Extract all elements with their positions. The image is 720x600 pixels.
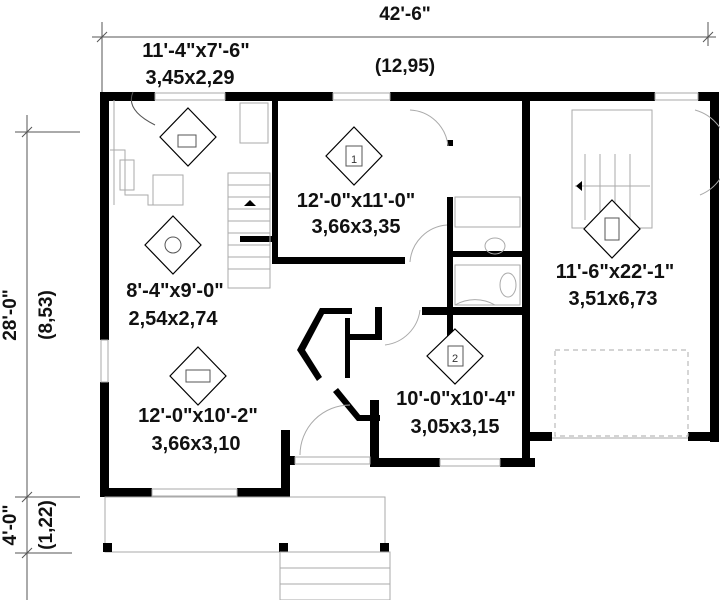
room-bedroom-2: 2 10'-0"x10'-4" 3,05x3,15 [396, 328, 516, 438]
room-kitchen: 11'-4"x7'-6" 3,45x2,29 [130, 40, 250, 167]
overall-width-imperial: 42'-6" [379, 4, 431, 25]
room-dimensions-metric: 3,66x3,10 [152, 433, 241, 455]
room-dimensions-imperial: 12'-0"x10'-2" [138, 405, 258, 427]
room-garage: 11'-6"x22'-1" 3,51x6,73 [556, 199, 675, 310]
room-dining: 8'-4"x9'-0" 2,54x2,74 [126, 215, 224, 330]
room-dimensions-imperial: 11'-4"x7'-6" [142, 40, 249, 62]
walls [100, 92, 719, 497]
fixtures [100, 92, 720, 600]
porch-depth-imperial: 4'-0" [0, 505, 21, 546]
room-dimensions-metric: 2,54x2,74 [129, 308, 219, 330]
porch-depth-metric: (1,22) [36, 500, 57, 550]
overall-width-metric: (12,95) [375, 56, 435, 77]
cooking-pot-icon [159, 107, 217, 167]
room-dimensions-metric: 3,45x2,29 [146, 67, 235, 89]
garage-stair-arrow-icon [576, 181, 582, 191]
room-bedroom-1: 1 12'-0"x11'-0" 3,66x3,35 [297, 126, 416, 238]
plate-icon [144, 215, 202, 275]
room-dimensions-metric: 3,66x3,35 [312, 216, 401, 238]
car-icon [583, 199, 641, 259]
room-dimensions-imperial: 8'-4"x9'-0" [126, 280, 223, 302]
room-dimensions-metric: 3,51x6,73 [569, 288, 658, 310]
stair-arrow-icon [244, 200, 256, 206]
dimension-lines [15, 22, 716, 600]
room-dimensions-imperial: 11'-6"x22'-1" [556, 261, 675, 283]
bed-1-icon [325, 126, 383, 186]
room-dimensions-metric: 3,05x3,15 [411, 416, 500, 438]
svg-text:2: 2 [452, 353, 458, 365]
overall-depth-imperial: 28'-0" [0, 289, 21, 341]
sofa-icon [169, 346, 227, 406]
stair-treads [228, 184, 270, 270]
bed-2-icon [426, 328, 484, 385]
room-dimensions-imperial: 12'-0"x11'-0" [297, 190, 416, 212]
room-dimensions-imperial: 10'-0"x10'-4" [396, 388, 516, 410]
overall-depth-metric: (8,53) [36, 290, 57, 340]
svg-text:1: 1 [351, 154, 357, 166]
room-living: 12'-0"x10'-2" 3,66x3,10 [138, 346, 258, 455]
